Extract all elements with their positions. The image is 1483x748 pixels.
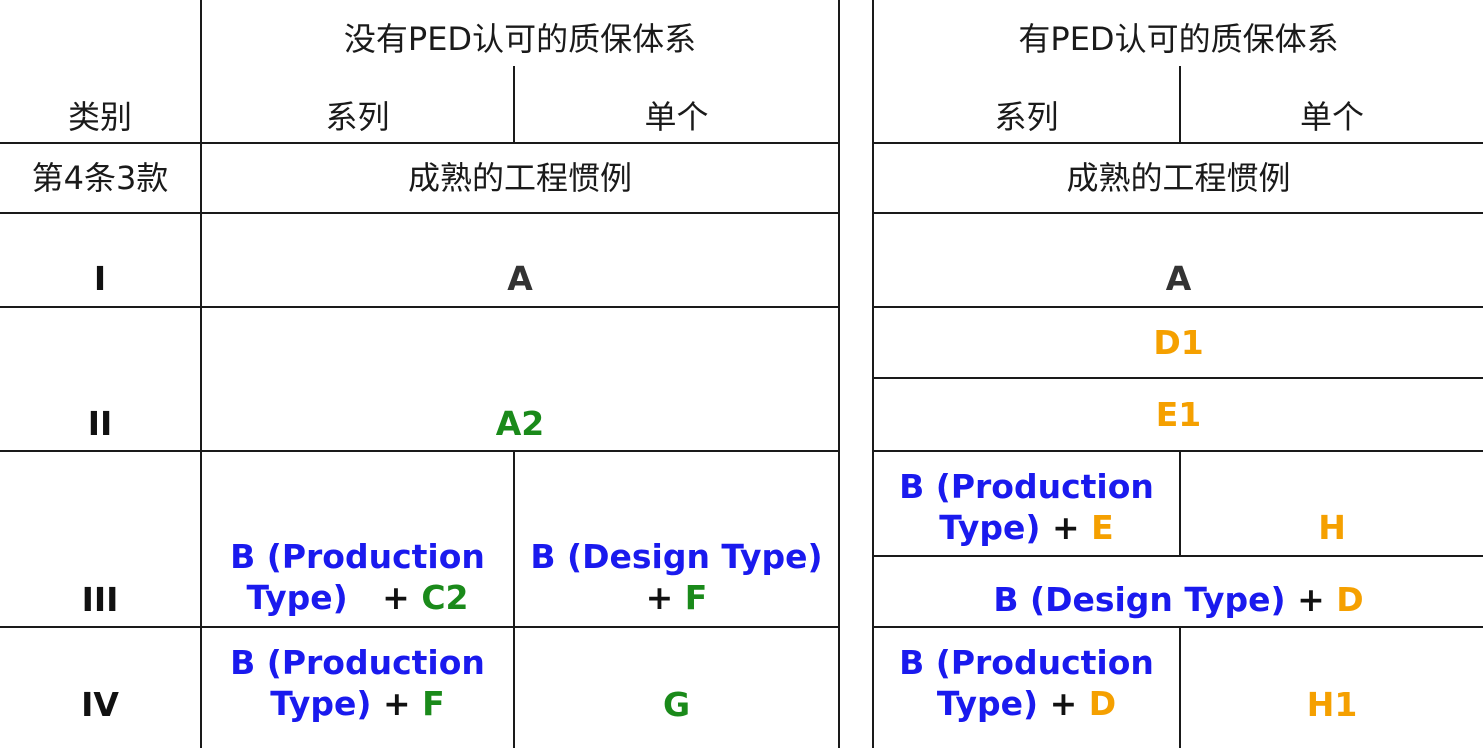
row-iv-left-series-plus: + — [383, 684, 411, 723]
rule-header-bottom-right — [873, 142, 1483, 144]
header-series-left: 系列 — [325, 98, 390, 136]
row-iii-left-series: B (Production Type) + C2 — [202, 530, 513, 624]
row-iii-right-single: H — [1318, 508, 1346, 548]
row-iii-right-bottom: B (Design Type) + D — [874, 574, 1483, 626]
row-iv-left-series-mod: F — [422, 684, 445, 723]
rule-col-category — [200, 0, 202, 748]
row-ii-right-top: D1 — [1153, 322, 1204, 362]
rule-row3-mid-right — [873, 555, 1483, 557]
row-iii-right-series-type: Type) — [939, 508, 1041, 547]
row-iv-left-single: G — [662, 685, 691, 725]
rule-d1-bottom — [873, 377, 1483, 379]
sep-right: 成熟的工程惯例 — [1066, 159, 1291, 197]
row-iv-left-series-line2: Type) + F — [270, 683, 444, 724]
row-iv-left-series-type: Type) — [270, 684, 372, 723]
row-iii-left-single-line1: B (Design Type) — [530, 536, 823, 576]
row-iv-right-series-line2: Type) + D — [937, 683, 1116, 724]
rule-gap-left — [838, 0, 840, 748]
row-iii-left-single: B (Design Type) + F — [515, 530, 838, 624]
rule-right-series-single-header — [1179, 66, 1181, 143]
rule-row3-bottom — [0, 626, 838, 628]
row-iv-label: IV — [81, 685, 119, 725]
row-iii-left-series-plus: + — [382, 578, 410, 617]
row-iv-right-series-line1: B (Production — [899, 642, 1154, 682]
row-iii-left-single-line2: + F — [646, 577, 708, 618]
row-iii-right-series-line2: Type) + E — [939, 507, 1113, 548]
rule-sep-bottom-right — [873, 212, 1483, 214]
rule-row2-bottom-right — [873, 450, 1483, 452]
row-iv-right-single: H1 — [1306, 685, 1358, 725]
row-iii-right-series: B (Production Type) + E — [874, 460, 1179, 554]
header-with-qs: 有PED认可的质保体系 — [1018, 20, 1339, 58]
rule-row1-bottom — [0, 306, 838, 308]
row-iii-right-series-plus: + — [1052, 508, 1080, 547]
row-iii-right-bottom-plus: + — [1297, 580, 1325, 620]
row-iv-left-series-line1: B (Production — [230, 642, 485, 682]
row-i-right: A — [1165, 259, 1192, 299]
row-iv-right-series-plus: + — [1049, 684, 1078, 723]
rule-right-series-single-row3 — [1179, 451, 1181, 556]
rule-sep-bottom — [0, 212, 838, 214]
row-iii-right-series-mod: E — [1091, 508, 1114, 547]
header-single-right: 单个 — [1299, 98, 1364, 136]
row-iii-label: III — [81, 580, 119, 620]
rule-row3-bottom-right — [873, 626, 1483, 628]
header-no-qs: 没有PED认可的质保体系 — [343, 20, 697, 58]
row-ii-right-bottom: E1 — [1155, 394, 1202, 434]
row-iii-right-bottom-mod: D — [1336, 580, 1364, 620]
row-iv-left-series: B (Production Type) + F — [202, 636, 513, 730]
rule-left-series-single-body — [513, 451, 515, 748]
rule-row2-bottom — [0, 450, 838, 452]
row-iv-right-series-type: Type) — [936, 684, 1039, 723]
row-ii-left: A2 — [495, 404, 545, 444]
row-i-left: A — [507, 259, 533, 299]
row-iii-right-bottom-line1: B (Design Type) — [993, 580, 1286, 620]
rule-gap-right — [872, 0, 874, 748]
row-iii-left-series-type: Type) — [246, 578, 348, 617]
header-category: 类别 — [67, 98, 132, 136]
row-ii-label: II — [87, 404, 113, 444]
row-iii-right-series-line1: B (Production — [899, 466, 1154, 506]
row-iv-right-series-mod: D — [1088, 684, 1117, 723]
row-iii-left-single-mod: F — [684, 578, 708, 617]
row-i-label: I — [93, 259, 107, 299]
rule-header-bottom — [0, 142, 838, 144]
header-series-right: 系列 — [994, 98, 1059, 136]
rule-row1-bottom-right — [873, 306, 1483, 308]
row-iii-left-series-line2: Type) + C2 — [246, 577, 468, 618]
row-iii-left-single-plus: + — [645, 578, 674, 617]
row-iii-left-series-line1: B (Production — [230, 536, 485, 576]
rule-right-series-single-row4 — [1179, 627, 1181, 748]
row-iii-left-series-mod: C2 — [421, 578, 469, 617]
sep-left: 成熟的工程惯例 — [407, 159, 632, 197]
rule-left-series-single-header — [513, 66, 515, 143]
header-single-left: 单个 — [644, 98, 709, 136]
row-iv-right-series: B (Production Type) + D — [874, 636, 1179, 730]
clause-label: 第4条3款 — [31, 159, 169, 197]
